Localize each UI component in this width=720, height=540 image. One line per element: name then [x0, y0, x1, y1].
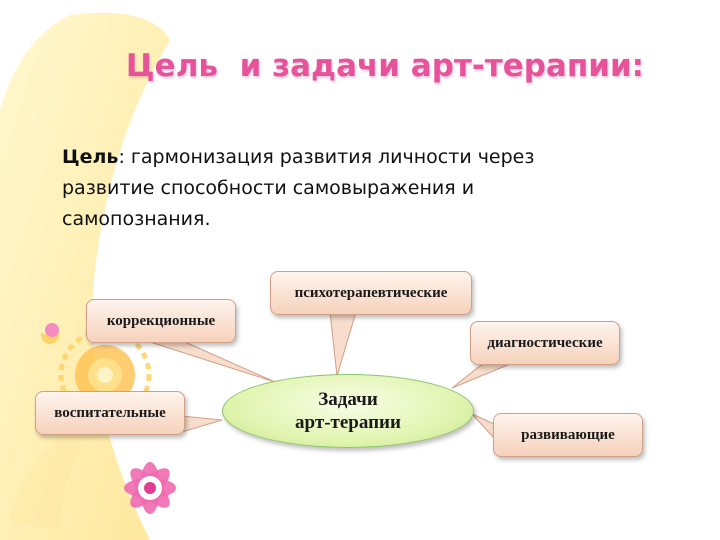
- connector-tails: [149, 311, 516, 440]
- pink-flower-icon: [124, 462, 176, 514]
- task-diagnostic-callout: диагностические: [470, 321, 620, 365]
- small-pink-dot-icon: [45, 323, 59, 337]
- goal-paragraph: Цель: гармонизация развития личности чер…: [62, 142, 602, 235]
- goal-text: : гармонизация развития личности через р…: [62, 146, 535, 230]
- task-developmental-callout: развивающие: [493, 413, 643, 457]
- slide-title: Цель и задачи арт-терапии:: [125, 48, 645, 84]
- center-ellipse: Задачи арт-терапии: [222, 374, 474, 448]
- task-educational-callout: воспитательные: [35, 391, 185, 435]
- yellow-ribbon-shape: [0, 12, 170, 540]
- pale-swirl-shape: [10, 400, 140, 530]
- center-line-2: арт-терапии: [295, 412, 401, 433]
- center-line-1: Задачи: [318, 389, 378, 410]
- goal-label: Цель: [62, 146, 119, 168]
- task-correctional-callout: коррекционные: [86, 299, 236, 343]
- task-psychotherapeutic-callout: психотерапевтические: [270, 271, 472, 315]
